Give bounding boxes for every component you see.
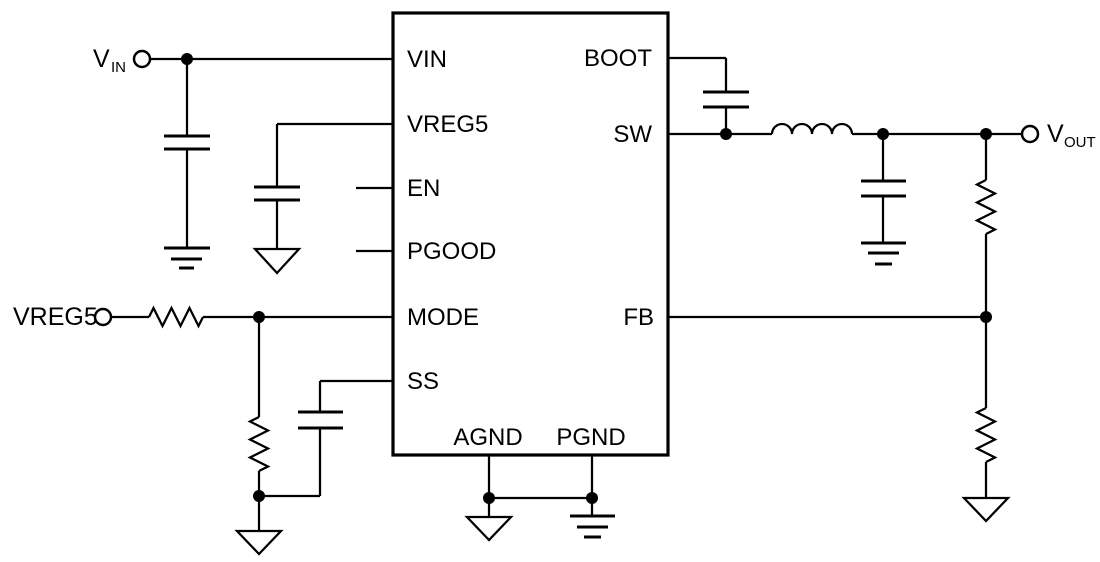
pin-label-boot: BOOT bbox=[584, 45, 652, 72]
triangle-ground-icon-agnd bbox=[464, 515, 514, 542]
earth-ground-icon-pgnd bbox=[570, 514, 615, 539]
vout-terminal-circle bbox=[1020, 124, 1040, 144]
pin-label-pgood: PGOOD bbox=[407, 238, 496, 265]
pin-label-ss: SS bbox=[407, 368, 439, 395]
pin-label-vin: VIN bbox=[407, 46, 447, 73]
vreg5-bypass-net bbox=[252, 122, 393, 275]
vin-net: V IN bbox=[93, 45, 393, 270]
pin-label-vreg5: VREG5 bbox=[407, 111, 488, 138]
earth-ground-icon-output bbox=[861, 241, 906, 266]
boot-capacitor-icon bbox=[703, 90, 749, 109]
triangle-ground-icon-vreg5 bbox=[252, 247, 302, 275]
ic-body bbox=[391, 11, 670, 457]
resistor-feedback-top-icon bbox=[974, 178, 998, 236]
ss-net bbox=[259, 379, 393, 498]
vreg5-terminal-label: VREG5 bbox=[13, 303, 98, 331]
ground-net bbox=[464, 455, 615, 542]
pin-label-sw: SW bbox=[613, 121, 652, 148]
triangle-ground-icon-mode bbox=[234, 529, 284, 556]
ss-capacitor-icon bbox=[298, 410, 343, 430]
vin-terminal-label: V bbox=[93, 45, 110, 73]
resistor-mode-pulldown-icon bbox=[247, 415, 271, 473]
resistor-feedback-bottom-icon bbox=[974, 406, 998, 464]
vout-terminal-label-subscript: OUT bbox=[1064, 134, 1096, 151]
vreg5-terminal-circle bbox=[93, 307, 113, 327]
feedback-net bbox=[668, 134, 1011, 523]
vin-terminal-circle bbox=[132, 49, 152, 69]
triangle-ground-icon-fb bbox=[961, 496, 1011, 523]
pin-label-mode: MODE bbox=[407, 304, 479, 331]
ic-pin-labels: VIN VREG5 EN PGOOD MODE SS BOOT SW FB AG… bbox=[407, 45, 654, 451]
resistor-vreg5-mode-icon bbox=[147, 305, 205, 329]
input-capacitor-icon bbox=[164, 134, 210, 151]
pin-label-fb: FB bbox=[623, 304, 654, 331]
pin-label-en: EN bbox=[407, 175, 440, 202]
vreg5-capacitor-icon bbox=[254, 185, 300, 202]
mode-net: VREG5 bbox=[13, 303, 393, 556]
output-capacitor-icon bbox=[861, 179, 906, 198]
pin-label-pgnd: PGND bbox=[556, 424, 625, 451]
sw-output-net: V OUT bbox=[668, 120, 1096, 266]
vout-terminal-label: V bbox=[1047, 120, 1064, 148]
boot-net bbox=[668, 56, 749, 140]
inductor-icon bbox=[770, 122, 854, 135]
pin-label-agnd: AGND bbox=[453, 424, 522, 451]
earth-ground-icon-input bbox=[164, 246, 210, 270]
vin-terminal-label-subscript: IN bbox=[111, 59, 126, 76]
